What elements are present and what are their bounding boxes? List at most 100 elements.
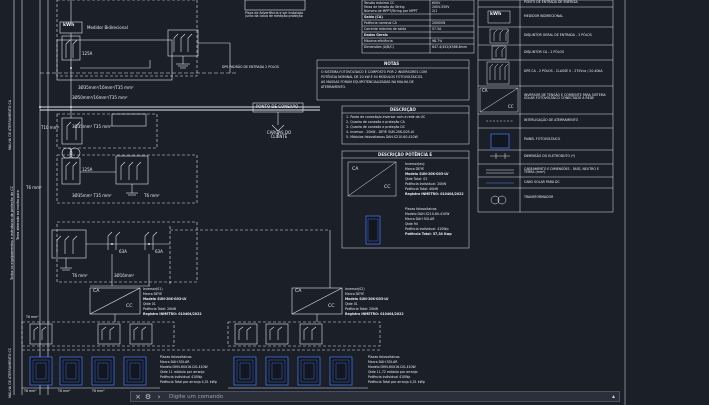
description-item: 1- Ponto de conexão/o inversor com a red…: [346, 115, 426, 119]
description-item: 3- Quadro de conexão e proteção DC: [346, 125, 406, 129]
spec-line: Registro INMETRO: 010404/2022: [405, 192, 464, 196]
spec-section-title: Dados Gerais: [364, 32, 388, 37]
ground-label-t6-c: T6 mm²: [72, 273, 88, 278]
spec-line: Qtde 11 módulo por arranjo: [160, 370, 205, 374]
spec-line: Qtde 11,72 módulo por arranjo: [368, 370, 418, 374]
spec-line: Potência Total por arranjo 4,51 kWp: [160, 380, 217, 384]
ground-label: T6 mm²: [92, 389, 105, 393]
ponto-conexao-label: PONTO DE CONEXÃO: [256, 104, 299, 109]
spec-line: Modelo DHN-60X16-DG-410W: [368, 365, 416, 369]
notes-line: POTÊNCIA NOMINAL DE 20 kW E 94 MÓDULOS F…: [321, 75, 424, 79]
cable-label-2: 3Ø50mm²/16mm²/T35 mm²: [72, 95, 128, 100]
spec-line: Modelo SUN-20K-G03-LV: [405, 172, 449, 176]
spec-line: Placas fotovoltaicas: [405, 207, 437, 211]
ground-label: T6 mm²: [58, 389, 71, 393]
spec-line: Inversor(es):: [405, 162, 426, 166]
spec-line: Potência individual 410Wp: [368, 375, 411, 379]
spec-row-key: Tensão máxima CC: [364, 1, 395, 5]
kwh-meter-label: kWh: [63, 23, 75, 28]
legend-item: DISJUNTOR GERAL DE ENTRADA - 3 PÓLOS: [524, 33, 592, 37]
cable-label-3: 3Ø35mm² T35 mm²: [72, 124, 112, 129]
spec-line: Marca DAH SOLAR: [160, 360, 190, 364]
ground-label: T6 mm²: [26, 315, 39, 319]
spec-line: Potência individual 410Wp: [160, 375, 203, 379]
spec-line: Placas fotovoltaicas: [160, 355, 192, 359]
spec-row-key: Dimensões (A/B/C): [364, 44, 394, 49]
spec-line: Qtde 01: [345, 302, 358, 306]
spec-row-key: Potência nominal CA: [364, 20, 397, 25]
inverter-ca-label: CA: [352, 167, 359, 172]
description-item: 5- Módulos fotovoltaicos DAH-S210-60-410…: [346, 135, 418, 139]
spec-line: Potência Individual: 20kW: [405, 182, 447, 186]
prompt-arrow-icon: ›: [157, 393, 161, 401]
spec-row-value: 57.5A: [432, 26, 442, 31]
notes-line: AS MASSAS FORAM EQUIPOTENCIALIZADAS NA M…: [321, 80, 414, 84]
desc-power-title: DESCRIÇÃO POTÊNCIA E: [378, 152, 433, 157]
spec-line: Modelo SUN-20K-G03-LV: [345, 297, 389, 301]
legend-item: DPS CA - 2 PÓLOS - CLASSE II - 275Vca / …: [524, 69, 603, 73]
notes-line: ATERRAMENTO.: [321, 85, 346, 89]
ground-label-t6-a: T6 mm²: [144, 193, 160, 198]
ground-label-t10: T10 mm²: [41, 125, 60, 130]
chevron-up-icon[interactable]: ▴: [611, 393, 615, 400]
ground-label: T6 mm²: [24, 389, 37, 393]
spec-line: Qtde Total: 02: [405, 177, 428, 181]
command-line[interactable]: × ⚙ › Digite um comando ▴: [130, 391, 620, 402]
spec-line: Potência Total: 40kW: [405, 187, 439, 191]
spec-line: Qtde 94: [405, 222, 418, 226]
spec-line: Registro INMETRO: 010404/2022: [143, 312, 202, 316]
description-item: 2- Quadro de conexão e proteção CA: [346, 120, 405, 124]
legend-ca: CA: [482, 88, 488, 93]
breaker-125a-label-2: 125A: [82, 167, 93, 172]
dps-label: DPS PADRÃO DE ENTRADA 2 POLOS: [222, 65, 279, 69]
vertical-label-ca-ground: MALHA DE ATERRAMENTO CA: [8, 99, 12, 150]
inverter-cc-label: CC: [384, 185, 391, 190]
spec-line: Marca DAH SOLAR: [405, 217, 435, 221]
breaker-63a-2: 63A: [155, 249, 163, 254]
legend-item: CABO SOLAR PARA DC: [524, 180, 560, 184]
legend-item: PAINEL FOTOVOLTAICO: [524, 137, 561, 141]
vertical-label-equipment: Todos os equipamentos e estruturas de pr…: [10, 186, 14, 280]
spec-line: Potência Individual: 410Wp: [405, 227, 449, 231]
spec-line: Inversor(01): [143, 287, 163, 291]
legend-cc: CC: [508, 104, 514, 109]
spec-line: Modelo SUN-20K-G03-LV: [143, 297, 187, 301]
spec-row-key: Máxima eficiência: [364, 38, 393, 43]
spec-line: Marca DAH SOLAR: [368, 360, 398, 364]
meter-label: Medidor Bidirecional: [87, 25, 128, 30]
vertical-label-terra: Terra aterrado na malha para: [16, 190, 20, 240]
legend-item: CABEAMENTO E DIMENSÕES - FASE, NEUTRO E …: [524, 167, 599, 175]
description-item: 4- Inversor - 20kW - DEYE SUN-20K-G03-LV: [346, 130, 415, 134]
spec-line: Inversor(02): [345, 287, 365, 291]
legend-item: INTERLIGAÇÃO DE ATERRAMENTO: [524, 118, 579, 122]
spec-row-value: 200V-550V: [432, 5, 450, 9]
legend-item: DISJUNTOR CA - 2 PÓLOS: [524, 50, 565, 54]
notes-title: NOTAS: [384, 61, 400, 66]
wrench-icon[interactable]: ⚙: [144, 393, 152, 401]
spec-row-key: Corrente máxima de saída: [364, 26, 407, 31]
cable-label-5: 3Ø16mm²: [114, 273, 135, 278]
close-icon[interactable]: ×: [135, 393, 141, 401]
spec-line: Qtde 01: [143, 302, 156, 306]
spec-line: Potência Total: 20kW: [345, 307, 379, 311]
command-input[interactable]: Digite um comando: [169, 393, 224, 400]
spec-line: Marca DEYE: [405, 167, 425, 171]
spec-row-value: 98.7%: [432, 38, 443, 43]
spec-line: Modelo DHN-60X16-DG-410W: [160, 365, 208, 369]
description-title: DESCRIÇÃO: [390, 107, 416, 112]
inverter-left-ca: CA: [93, 289, 100, 294]
spec-row-value: 647.4/452/X366.8mm: [432, 44, 467, 49]
breaker-63a-1: 63A: [119, 249, 127, 254]
inverter-left-cc: CC: [126, 304, 133, 309]
spec-row-value: 20000W: [432, 20, 446, 25]
spec-row-key: Número de MPPT/String por MPPT: [364, 9, 418, 13]
spec-row-key: Faixa de tensão do String: [364, 5, 405, 9]
notes-line: O SISTEMA FOTOVOLTAICO É COMPOSTO POR 2 …: [321, 70, 427, 74]
legend-kwh: kWh: [490, 12, 502, 17]
legend-item: DIMENSÃO DO ELETRODUTO (*): [524, 154, 576, 158]
spec-row-value: 600V: [432, 1, 441, 5]
cargas-label: CARGAS DO CLIENTE: [266, 130, 292, 140]
breaker-125a-label: 125A: [82, 51, 93, 56]
